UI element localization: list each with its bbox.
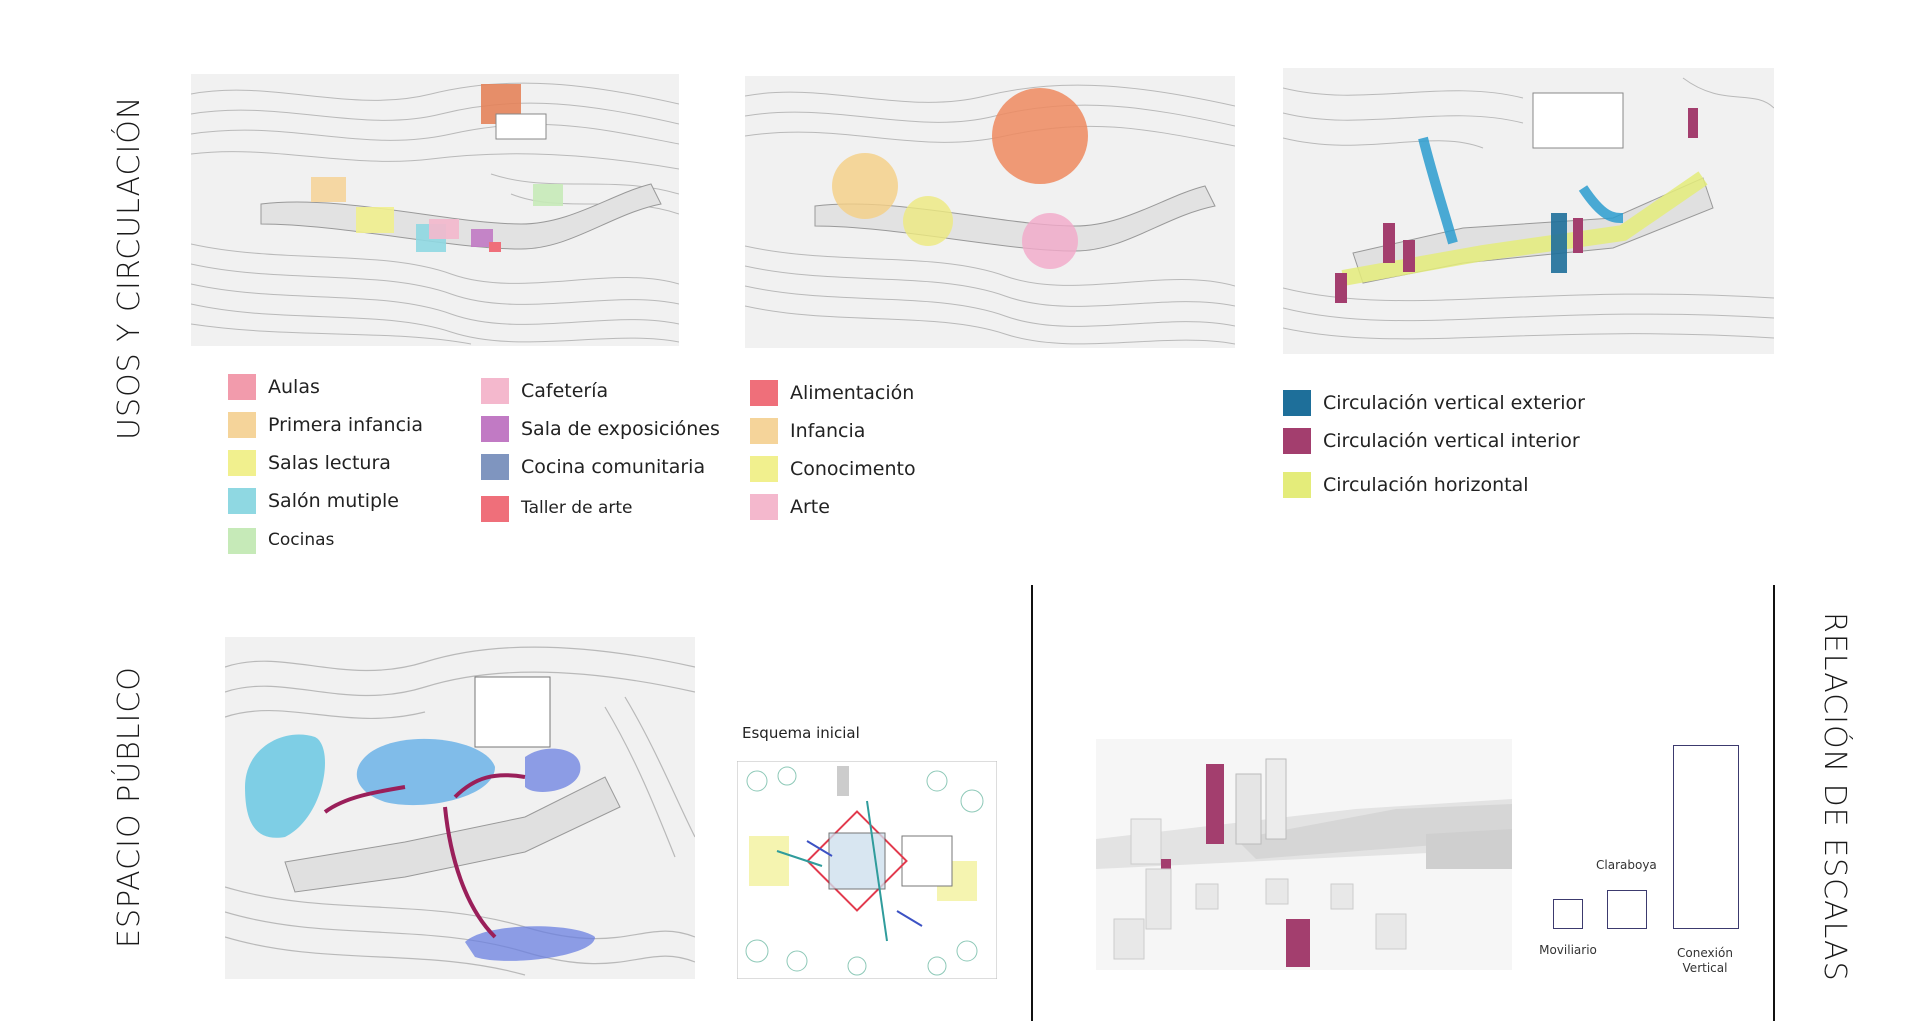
legend-label: Cocina comunitaria xyxy=(521,456,706,478)
conexion-vertical-box xyxy=(1673,745,1739,929)
zonas-map-drawing xyxy=(745,76,1235,348)
legend-swatch xyxy=(228,488,256,514)
legend-label: Conocimento xyxy=(790,458,916,480)
escala-render-panel xyxy=(1096,739,1512,970)
legend-swatch xyxy=(750,418,778,444)
legend-label: Sala de exposiciónes xyxy=(521,418,720,440)
legend-label: Cafetería xyxy=(521,380,609,402)
espacio-publico-title: ESPACIO PÚBLICO xyxy=(112,666,147,948)
circulacion-map-panel xyxy=(1283,68,1774,354)
claraboya-box xyxy=(1607,890,1647,929)
esquema-inicial-drawing xyxy=(737,761,997,979)
legend-label: Salón mutiple xyxy=(268,490,399,512)
legend-label: Infancia xyxy=(790,420,866,442)
circulacion-map-drawing xyxy=(1283,68,1774,354)
legend-swatch xyxy=(481,416,509,442)
legend-swatch xyxy=(1283,390,1311,416)
legend-swatch xyxy=(228,374,256,400)
conexion-vertical-label: Conexión Vertical xyxy=(1677,946,1733,975)
legend-swatch xyxy=(750,494,778,520)
legend-label: Aulas xyxy=(268,376,320,398)
zonas-map-panel xyxy=(745,76,1235,348)
usos-map-panel xyxy=(191,74,679,346)
legend-swatch xyxy=(481,496,509,522)
legend-label: Arte xyxy=(790,496,830,518)
usos-map-drawing xyxy=(191,74,679,346)
legend-label: Taller de arte xyxy=(521,498,633,518)
section-divider-left xyxy=(1031,585,1033,1021)
legend-swatch xyxy=(228,450,256,476)
relacion-escalas-title: RELACIÓN DE ESCALAS xyxy=(1817,612,1852,982)
legend-label: Primera infancia xyxy=(268,414,423,436)
escala-render-drawing xyxy=(1096,739,1512,970)
moviliario-box xyxy=(1553,899,1583,929)
legend-label: Circulación vertical interior xyxy=(1323,430,1580,452)
espacio-publico-drawing xyxy=(225,637,695,979)
legend-swatch xyxy=(750,456,778,482)
moviliario-label: Moviliario xyxy=(1539,943,1597,957)
usos-circulacion-title: USOS Y CIRCULACIÓN xyxy=(112,95,147,440)
legend-label: Circulación vertical exterior xyxy=(1323,392,1585,414)
legend-label: Circulación horizontal xyxy=(1323,474,1529,496)
legend-swatch xyxy=(481,378,509,404)
esquema-inicial-label: Esquema inicial xyxy=(742,724,860,742)
legend-swatch xyxy=(1283,472,1311,498)
esquema-inicial-panel xyxy=(737,761,997,979)
claraboya-label: Claraboya xyxy=(1596,858,1657,872)
legend-label: Alimentación xyxy=(790,382,915,404)
legend-swatch xyxy=(228,412,256,438)
legend-label: Cocinas xyxy=(268,530,335,550)
section-divider-right xyxy=(1773,585,1775,1021)
legend-swatch xyxy=(228,528,256,554)
espacio-publico-map-panel xyxy=(225,637,695,979)
legend-swatch xyxy=(481,454,509,480)
legend-swatch xyxy=(750,380,778,406)
legend-label: Salas lectura xyxy=(268,452,391,474)
legend-swatch xyxy=(1283,428,1311,454)
